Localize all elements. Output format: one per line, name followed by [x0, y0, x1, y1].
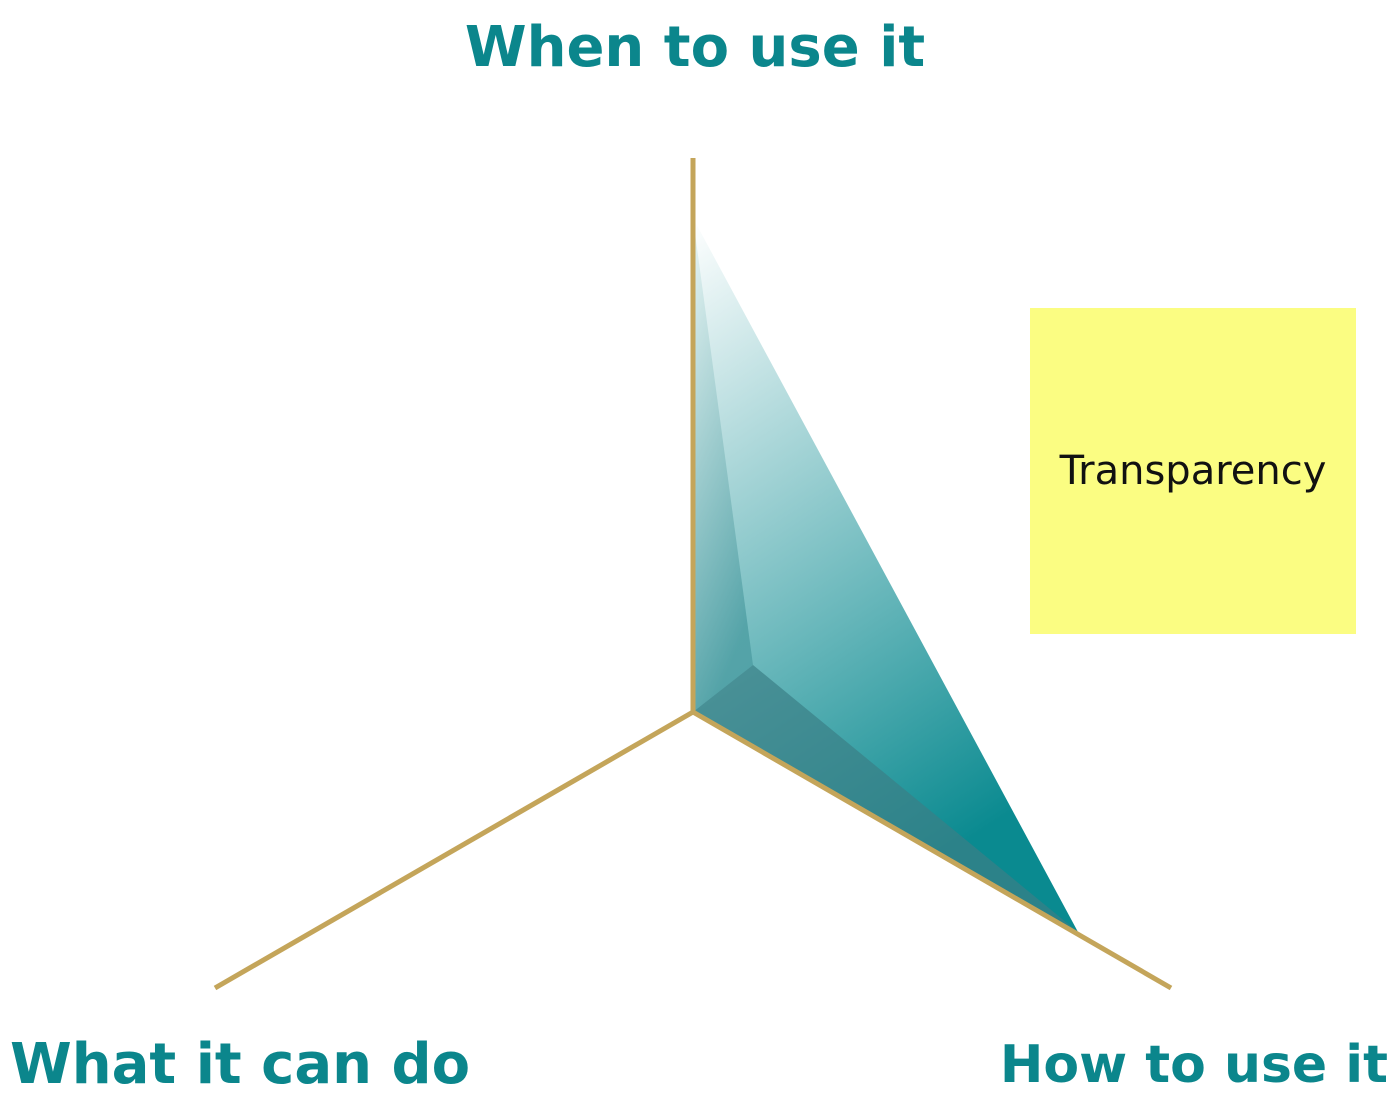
- axis-title-right: How to use it: [999, 1035, 1388, 1095]
- axis-title-left: What it can do: [10, 1032, 471, 1097]
- axis-line-left: [213, 709, 695, 991]
- value-shape-left-facet: [693, 218, 753, 712]
- value-shape-bottom-facet: [693, 665, 1078, 932]
- axis-title-top: When to use it: [464, 15, 926, 80]
- sticky-note[interactable]: Transparency: [1030, 308, 1356, 634]
- axis-line-right: [691, 709, 1173, 991]
- sticky-note-text: Transparency: [1059, 448, 1327, 494]
